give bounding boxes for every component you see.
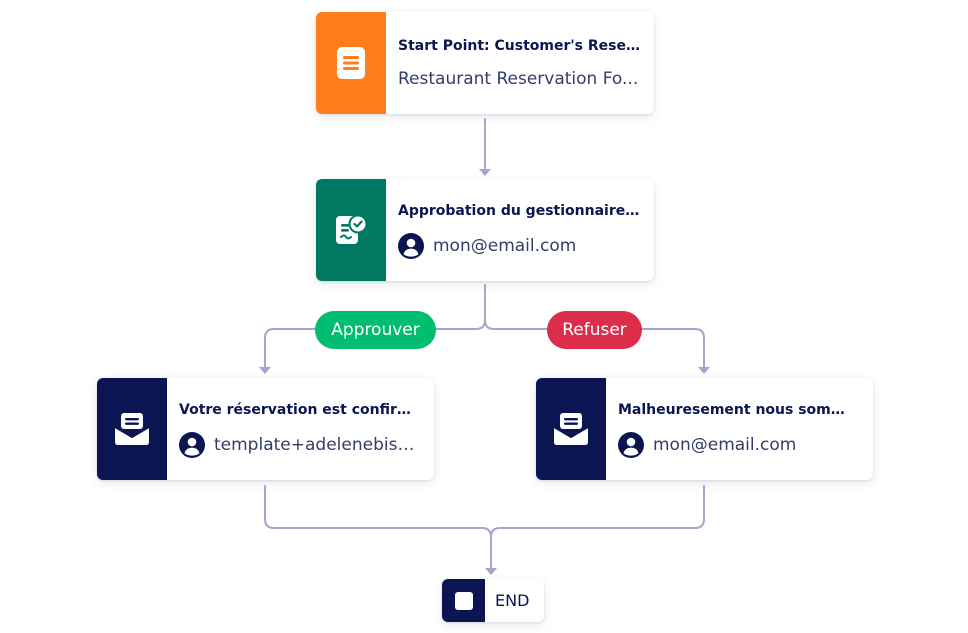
- reject-branch-badge[interactable]: Refuser: [547, 311, 642, 349]
- email-approved-recipient-row: template+adelenebiss...: [179, 431, 420, 458]
- arrowhead: [259, 367, 271, 374]
- end-node-label: END: [495, 591, 530, 610]
- connector-approved-to-end: [264, 485, 492, 570]
- email-rejected-node[interactable]: Malheuresement nous somm... mon@email.co…: [536, 378, 873, 480]
- email-approved-recipient: template+adelenebiss...: [214, 434, 420, 455]
- approval-node-assignee-row: mon@email.com: [398, 232, 640, 259]
- approval-node-icon-block: [316, 179, 386, 281]
- email-approved-icon-block: [97, 378, 167, 480]
- start-node[interactable]: Start Point: Customer's Rese... Restaura…: [316, 12, 654, 114]
- start-node-body: Start Point: Customer's Rese... Restaura…: [386, 12, 654, 114]
- email-approved-node[interactable]: Votre réservation est confirm... templat…: [97, 378, 434, 480]
- end-node-icon-block: [442, 579, 485, 622]
- arrowhead: [485, 568, 497, 575]
- email-envelope-icon: [114, 413, 150, 445]
- user-avatar-icon: [398, 232, 424, 259]
- start-node-form-name: Restaurant Reservation Fo...: [398, 68, 639, 89]
- email-rejected-recipient: mon@email.com: [653, 434, 797, 455]
- email-envelope-icon: [553, 413, 589, 445]
- approval-node-assignee: mon@email.com: [433, 235, 577, 256]
- approval-node-title: Approbation du gestionnaire...: [398, 202, 640, 219]
- approval-node-body: Approbation du gestionnaire... mon@email…: [386, 179, 654, 281]
- start-node-title: Start Point: Customer's Rese...: [398, 37, 640, 54]
- stop-square-icon: [454, 591, 473, 610]
- form-document-icon: [337, 47, 365, 79]
- user-avatar-icon: [179, 431, 205, 458]
- arrowhead: [698, 367, 710, 374]
- approval-check-icon: [336, 214, 368, 244]
- email-rejected-recipient-row: mon@email.com: [618, 431, 859, 458]
- email-rejected-body: Malheuresement nous somm... mon@email.co…: [606, 378, 873, 480]
- user-avatar-icon: [618, 431, 644, 458]
- approval-node[interactable]: Approbation du gestionnaire... mon@email…: [316, 179, 654, 281]
- email-approved-body: Votre réservation est confirm... templat…: [167, 378, 434, 480]
- email-approved-title: Votre réservation est confirm...: [179, 401, 420, 418]
- start-node-icon-block: [316, 12, 386, 114]
- email-rejected-icon-block: [536, 378, 606, 480]
- start-node-subtitle-row: Restaurant Reservation Fo...: [398, 68, 640, 90]
- arrowhead: [479, 169, 491, 176]
- connector-rejected-to-end: [490, 485, 705, 538]
- email-rejected-title: Malheuresement nous somm...: [618, 401, 859, 418]
- approve-branch-badge[interactable]: Approuver: [315, 311, 436, 349]
- end-node[interactable]: END: [442, 579, 544, 622]
